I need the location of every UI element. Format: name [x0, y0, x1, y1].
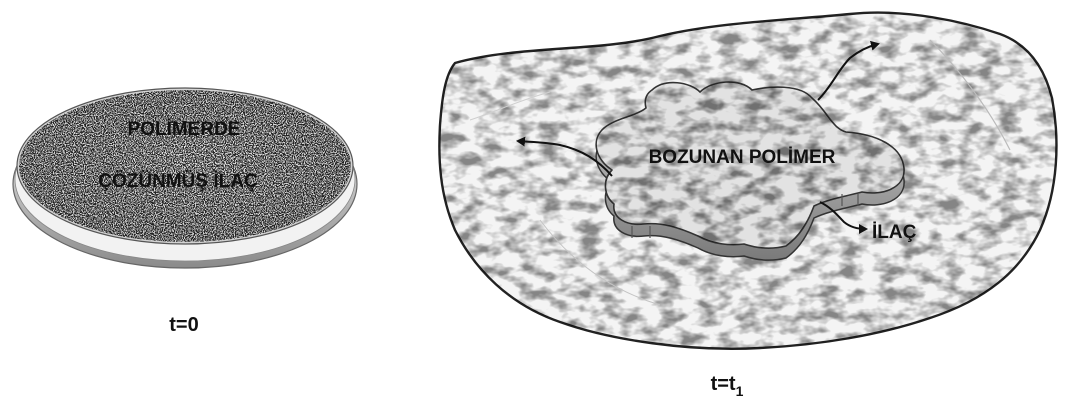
- time-label-t0: t=0: [169, 314, 198, 336]
- svg-text:t=t1: t=t1: [711, 373, 744, 399]
- disc-label-line1: POLİMERDE: [128, 119, 241, 140]
- time-label-t1-subscript: 1: [736, 383, 744, 399]
- time-label-t1-main: t=t: [711, 373, 736, 395]
- drug-label: İLAÇ: [872, 222, 917, 243]
- time-label-t1: t=t1: [711, 373, 744, 399]
- disc-label-line2: ÇÖZÜNMÜŞ İLAÇ: [98, 171, 258, 192]
- degrading-polymer-label: BOZUNAN POLİMER: [649, 147, 836, 168]
